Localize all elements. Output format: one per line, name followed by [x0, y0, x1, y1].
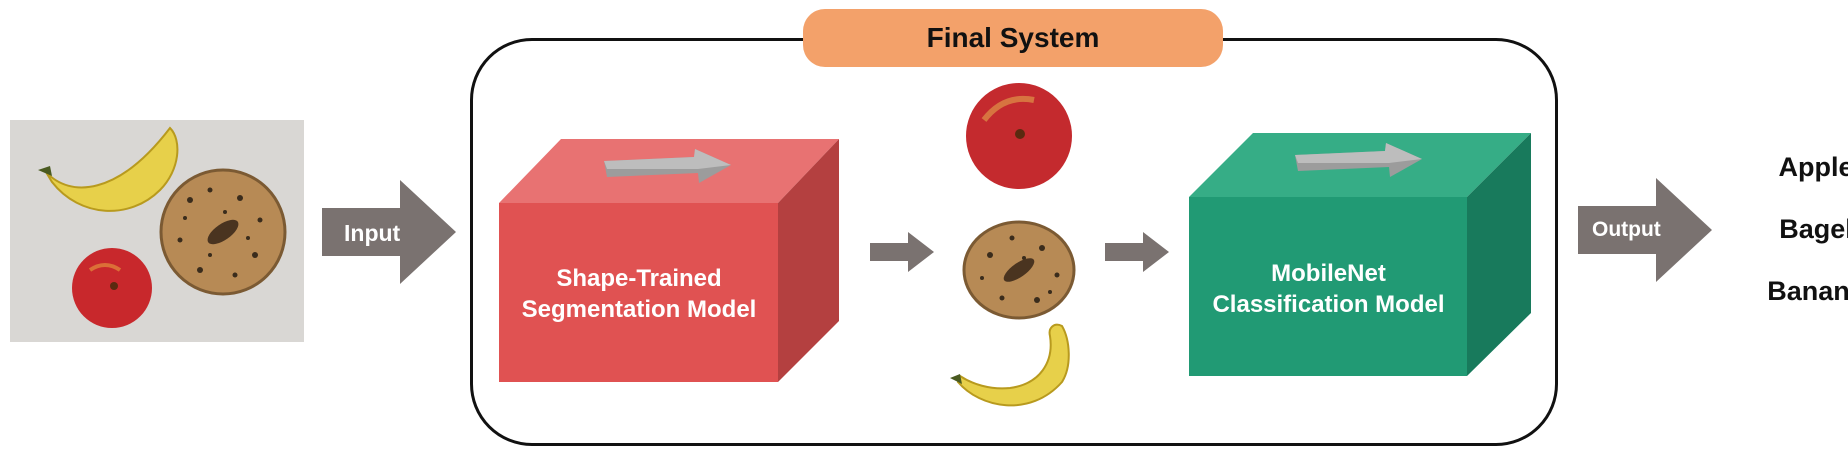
- segmented-banana-crop: [950, 323, 1070, 407]
- output-class-apple: Apple: [1778, 152, 1848, 182]
- crops-to-classification-arrow: [1105, 232, 1169, 272]
- classification-line1: MobileNet: [1271, 260, 1386, 287]
- segmentation-model-label: Shape-Trained Segmentation Model: [500, 263, 778, 325]
- output-class-banana: Banana: [1767, 276, 1848, 306]
- segmentation-line1: Shape-Trained: [556, 265, 722, 292]
- page-title: Final System: [803, 9, 1223, 67]
- segmentation-to-crops-arrow: [870, 232, 934, 272]
- input-arrow: [322, 180, 456, 284]
- input-photo: [10, 120, 304, 342]
- output-arrow: [1578, 178, 1712, 282]
- segmented-bagel-crop: [962, 220, 1076, 320]
- classification-model-label: MobileNet Classification Model: [1190, 258, 1467, 320]
- classification-model-box: [1189, 133, 1531, 376]
- output-label: Output: [1592, 218, 1661, 241]
- segmentation-line2: Segmentation Model: [521, 296, 757, 323]
- input-label: Input: [344, 220, 401, 246]
- segmented-apple-crop: [966, 83, 1072, 189]
- output-class-bagel: Bagel: [1779, 214, 1848, 244]
- classification-line2: Classification Model: [1212, 291, 1445, 318]
- segmentation-model-box: [499, 139, 839, 382]
